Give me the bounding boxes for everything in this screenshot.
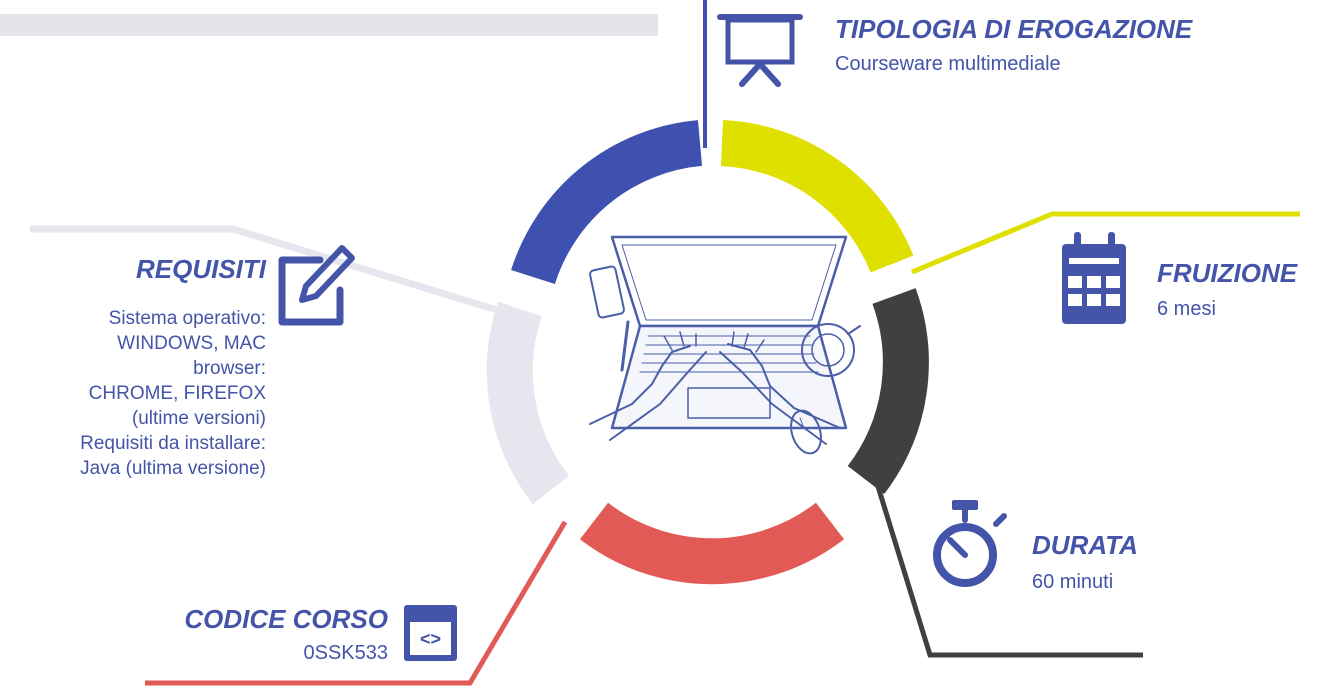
ring-segment-dark: [847, 288, 929, 494]
requisiti-line: WINDOWS, MAC: [117, 333, 266, 354]
tipologia-title: TIPOLOGIA DI EROGAZIONE: [835, 14, 1193, 44]
durata-title: DURATA: [1032, 530, 1138, 560]
durata-value: 60 minuti: [1032, 571, 1114, 593]
ring-segment-yellow: [720, 120, 914, 273]
edit-icon: [278, 245, 355, 326]
requisiti-line: CHROME, FIREFOX: [88, 383, 266, 404]
codice-value: 0SSK533: [303, 642, 388, 664]
connector-line-requisiti: [30, 225, 499, 314]
fruizione-value: 6 mesi: [1157, 298, 1216, 320]
requisiti-line: Requisiti da installare:: [80, 433, 266, 454]
requisiti-title: REQUISITI: [135, 254, 266, 284]
connector-line-codice: [145, 520, 568, 686]
svg-text:<>: <>: [420, 629, 441, 649]
requisiti-line: Sistema operativo:: [108, 308, 266, 329]
stopwatch-icon: [933, 500, 1007, 587]
requisiti-line: (ultime versioni): [131, 408, 266, 429]
connector-line-durata: [873, 479, 1143, 658]
tipologia-value: Courseware multimediale: [835, 53, 1061, 75]
presentation-board-icon: [717, 14, 803, 87]
codice-title: CODICE CORSO: [184, 604, 388, 634]
fruizione-title: FRUIZIONE: [1157, 258, 1298, 288]
laptop-hands-sketch: [589, 235, 861, 455]
ring-segment-red: [579, 502, 845, 585]
calendar-icon: [1062, 232, 1126, 324]
ring-segment-blue: [511, 120, 703, 285]
requisiti-line: Java (ultima versione): [80, 458, 266, 479]
requisiti-list: Sistema operativo: WINDOWS, MAC browser:…: [80, 306, 266, 481]
ring-segment-light: [486, 301, 570, 505]
code-window-icon: <>: [404, 605, 457, 661]
connector-line-fruizione: [911, 211, 1300, 275]
top-light-bar: [0, 14, 658, 36]
requisiti-line: browser:: [193, 358, 266, 379]
